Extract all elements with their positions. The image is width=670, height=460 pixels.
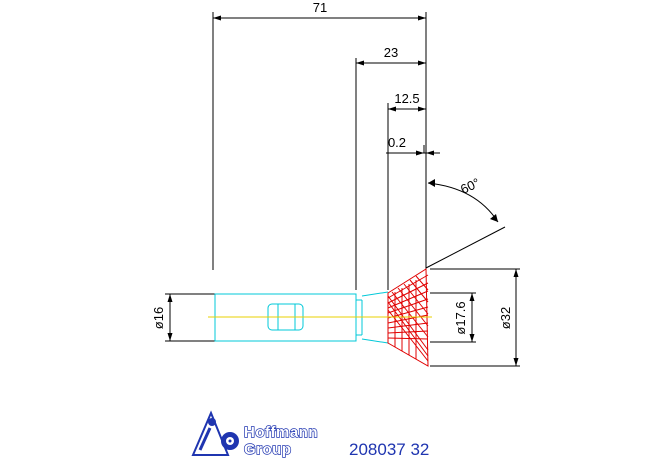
dimension-arrows: [167, 15, 519, 366]
tooth-length-label: 12.5: [394, 91, 419, 106]
logo-emblem-icon: [191, 410, 239, 456]
overall-length-label: 71: [313, 0, 327, 15]
cone-angle-label: 60°: [458, 175, 482, 197]
outer-diameter-label: ø32: [498, 307, 513, 329]
gear-length-label: 23: [384, 45, 398, 60]
hoffmann-logo: Hoffmann Group: [191, 410, 318, 459]
logo-line-1: Hoffmann: [244, 424, 318, 441]
shaft-diameter-label: ø16: [151, 307, 166, 329]
bore-diameter-label: ø17.6: [453, 301, 468, 334]
dimension-lines: [165, 12, 520, 367]
part-number: 208037 32: [349, 440, 429, 459]
logo-line-2: Group: [244, 441, 292, 458]
dimension-labels: 71 23 12.5 0.2 60° ø16 ø17.6 ø32: [151, 0, 513, 335]
gear-teeth: [387, 268, 429, 367]
offset-label: 0.2: [388, 135, 406, 150]
